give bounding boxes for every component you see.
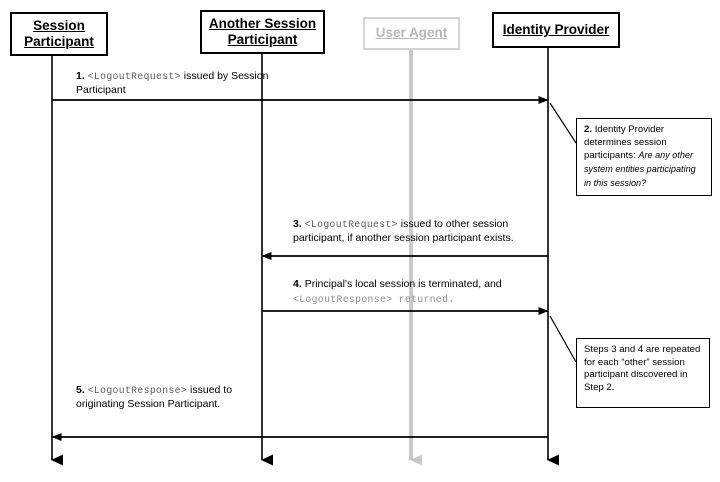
message-label-1: 1. <LogoutRequest> issued by Session Par… [76, 70, 291, 97]
message-label-4: 4. Principal's local session is terminat… [293, 278, 545, 306]
actor-label-user-agent: User Agent [375, 25, 448, 41]
actor-label-another-session-participant-line1: Another Session [208, 16, 317, 32]
note-connector-step-2 [549, 102, 577, 144]
actor-label-session-participant-line2: Participant [24, 33, 94, 49]
message-text-1: issued by Session Participant [76, 70, 269, 96]
message-mono-3: <LogoutRequest> [304, 219, 398, 230]
actor-label-another-session-participant-line2: Participant [227, 31, 298, 47]
note-step-2: 2. Identity Provider determines session … [576, 118, 712, 196]
note-italic-step-2: Are any other system entities participat… [584, 150, 696, 188]
message-mono-5: <LogoutResponse> [87, 385, 188, 396]
message-text-4: Principal's local session is terminated,… [304, 278, 502, 290]
actor-box-user-agent[interactable]: User Agent [363, 17, 460, 50]
message-text-3: issued to other session participant, if … [293, 218, 514, 244]
actor-box-session-participant[interactable]: Session Participant [10, 12, 108, 56]
message-step-number-1: 1. [76, 70, 88, 82]
message-mono-4: <LogoutResponse> returned. [293, 293, 455, 305]
actor-label-identity-provider: Identity Provider [502, 21, 610, 37]
note-text-step-2: Identity Provider determines session par… [584, 124, 667, 162]
note-connector-repeat [549, 315, 577, 363]
note-text-repeat: Steps 3 and 4 are repeated for each “oth… [584, 344, 701, 393]
message-step-number-4: 4. [293, 278, 305, 290]
message-step-number-3: 3. [293, 218, 305, 230]
actor-box-identity-provider[interactable]: Identity Provider [492, 12, 620, 48]
message-label-3: 3. <LogoutRequest> issued to other sessi… [293, 218, 539, 245]
message-text-5: issued to originating Session Participan… [76, 384, 233, 410]
message-mono-1: <LogoutRequest> [87, 71, 181, 82]
message-label-5: 5. <LogoutResponse> issued to originatin… [76, 384, 281, 411]
actor-label-session-participant-line1: Session [33, 18, 85, 34]
actor-box-another-session-participant[interactable]: Another Session Participant [200, 10, 325, 54]
note-repeat: Steps 3 and 4 are repeated for each “oth… [576, 338, 710, 408]
note-step-number-2: 2. [584, 124, 593, 135]
note-connectors [549, 102, 577, 363]
message-step-number-5: 5. [76, 384, 88, 396]
